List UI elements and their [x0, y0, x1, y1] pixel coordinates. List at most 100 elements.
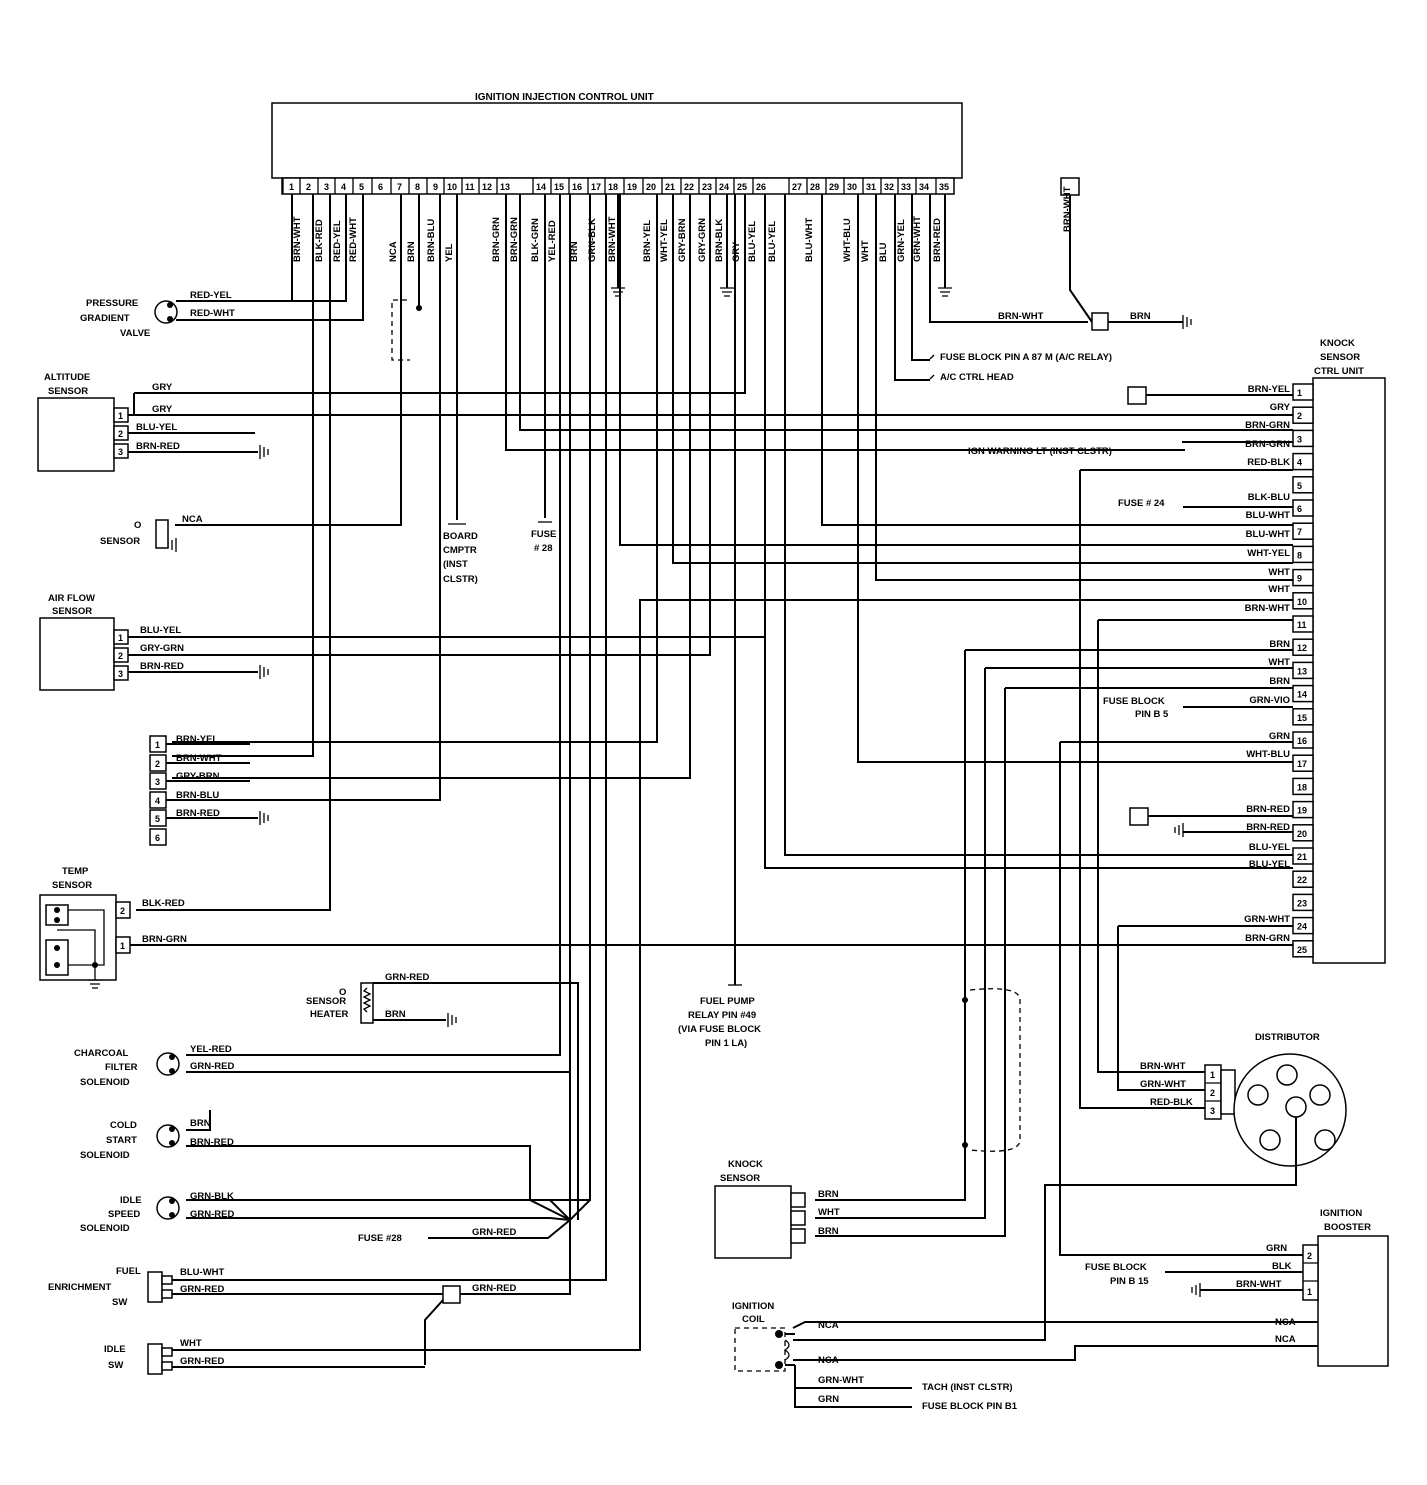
ecu-wire-label: YEL [444, 243, 455, 262]
ecu-pin-number: 7 [397, 182, 402, 192]
ignition-booster: IGNITION BOOSTER 2 1 GRN BLK BRN-WHT NCA… [792, 1208, 1389, 1367]
board-computer-ref: BOARD CMPTR (INST CLSTR) [443, 523, 478, 585]
ecu-wire-label: BRN-RED [932, 218, 943, 262]
svg-text:AIR FLOW: AIR FLOW [48, 593, 95, 604]
knock-unit-wiring [619, 194, 1323, 1256]
ecu-wire-label: BRN [569, 241, 580, 262]
svg-text:SOLENOID: SOLENOID [80, 1077, 130, 1088]
knock-wire-label: BLU-YEL [1249, 859, 1290, 870]
ecu-title: IGNITION INJECTION CONTROL UNIT [475, 92, 654, 103]
ignition-coil: IGNITION COIL NCA NCA GRN-WHT GRN TACH (… [732, 1301, 1018, 1412]
svg-text:SENSOR: SENSOR [52, 880, 92, 891]
connector-wire-label: BRN-YEL [176, 734, 218, 745]
svg-text:PRESSURE: PRESSURE [86, 298, 138, 309]
knock-wire-label: WHT [1268, 584, 1290, 595]
knock-wire-label: BRN-YEL [1248, 384, 1290, 395]
knock-pin-number: 3 [1297, 434, 1302, 444]
svg-text:1: 1 [1307, 1287, 1312, 1297]
ecu-pin-number: 31 [866, 182, 876, 192]
temp-sensor: TEMP SENSOR 2 1 BLK-RED BRN-GRN [39, 866, 1293, 981]
distributor: DISTRIBUTOR 1 2 3 BRN-WHT GRN-WHT RED-BL… [793, 1032, 1347, 1341]
ground-icon [447, 1013, 457, 1027]
svg-text:WHT: WHT [180, 1338, 202, 1349]
svg-text:HEATER: HEATER [310, 1009, 348, 1020]
svg-text:BLU-YEL: BLU-YEL [140, 625, 181, 636]
brn-wht-vertical-label: BRN-WHT [1062, 186, 1073, 232]
knock-pin-number: 15 [1297, 713, 1307, 723]
cold-start-solenoid: COLD START SOLENOID BRN BRN-RED [80, 1110, 571, 1221]
svg-text:FUEL PUMP: FUEL PUMP [700, 996, 755, 1007]
o2-sensor: O SENSOR NCA [100, 514, 203, 549]
svg-text:GRN-RED: GRN-RED [472, 1283, 516, 1294]
knock-pin-number: 16 [1297, 736, 1307, 746]
ecu-pin-number: 20 [646, 182, 656, 192]
ecu-pin-number: 29 [829, 182, 839, 192]
svg-text:WHT: WHT [818, 1207, 840, 1218]
svg-text:GRN-WHT: GRN-WHT [818, 1375, 864, 1386]
fuse-block-b5-pin: PIN B 5 [1135, 709, 1169, 720]
svg-text:BRN: BRN [818, 1226, 839, 1237]
knock-pin-number: 23 [1297, 898, 1307, 908]
ecu-pin-number: 9 [433, 182, 438, 192]
ecu-pin-number: 13 [500, 182, 510, 192]
charcoal-filter-solenoid: CHARCOAL FILTER SOLENOID YEL-RED GRN-RED [74, 1044, 570, 1088]
fuse-block-b5-label: FUSE BLOCK [1103, 696, 1165, 707]
ecu-pin-number: 24 [719, 182, 729, 192]
svg-text:(INST: (INST [443, 559, 468, 570]
svg-text:SENSOR: SENSOR [1320, 352, 1360, 363]
ecu-pin-number: 33 [901, 182, 911, 192]
knock-pin-number: 12 [1297, 643, 1307, 653]
svg-text:SENSOR: SENSOR [100, 536, 140, 547]
svg-text:GRN: GRN [818, 1394, 839, 1405]
svg-text:NCA: NCA [818, 1355, 839, 1366]
ecu-wire-label: RED-YEL [332, 220, 343, 262]
knock-wire-label: BLU-YEL [1249, 842, 1290, 853]
pressure-gradient-valve: PRESSURE GRADIENT VALVE RED-YEL RED-WHT [80, 290, 363, 339]
ecu-wire-label: WHT-BLU [842, 218, 853, 262]
ecu-wire-label: GRN-YEL [896, 219, 907, 262]
svg-text:FUSE: FUSE [531, 529, 556, 540]
knock-pin-number: 25 [1297, 945, 1307, 955]
knock-wire-label: BLK-BLU [1248, 492, 1290, 503]
ecu-pin-number: 28 [810, 182, 820, 192]
svg-text:BLU-WHT: BLU-WHT [180, 1267, 225, 1278]
svg-text:2: 2 [118, 429, 123, 439]
ecu-pin-number: 21 [665, 182, 675, 192]
ecu-wire-label: GRY-GRN [697, 218, 708, 262]
svg-text:KNOCK: KNOCK [728, 1159, 763, 1170]
ecu-wire-label: GRN-WHT [912, 216, 923, 262]
ecu-wire-label: BLK-RED [314, 219, 325, 262]
ecu-pin-number: 6 [378, 182, 383, 192]
air-flow-sensor: AIR FLOW SENSOR 1 2 3 BLU-YEL GRY-GRN BR… [39, 593, 765, 691]
knock-pin-number: 5 [1297, 481, 1302, 491]
ecu-pin-number: 23 [702, 182, 712, 192]
ecu-pin-number: 26 [756, 182, 766, 192]
svg-text:O: O [134, 520, 141, 531]
svg-text:START: START [106, 1135, 137, 1146]
svg-text:BRN-WHT: BRN-WHT [1140, 1061, 1186, 1072]
svg-text:# 28: # 28 [534, 543, 553, 554]
fuse-28-line: FUSE #28 GRN-RED [358, 1219, 571, 1244]
svg-text:COIL: COIL [742, 1314, 765, 1325]
knock-wire-label: BRN-GRN [1245, 933, 1290, 944]
svg-text:BRN-RED: BRN-RED [136, 441, 180, 452]
knock-pin-number: 24 [1297, 922, 1307, 932]
svg-text:1: 1 [1210, 1070, 1215, 1080]
knock-wire-label: BRN-RED [1246, 804, 1290, 815]
svg-text:GRN-RED: GRN-RED [180, 1356, 224, 1367]
svg-text:SENSOR: SENSOR [306, 996, 346, 1007]
knock-pin-number: 13 [1297, 666, 1307, 676]
idle-speed-solenoid: IDLE SPEED SOLENOID GRN-BLK GRN-RED [80, 1191, 591, 1234]
knock-wire-label: BRN [1269, 676, 1290, 687]
svg-text:GRY-GRN: GRY-GRN [140, 643, 184, 654]
svg-text:3: 3 [1210, 1106, 1215, 1116]
connector-pin-number: 5 [155, 814, 160, 824]
svg-text:KNOCK: KNOCK [1320, 338, 1355, 349]
fuel-pump-relay-ref: FUEL PUMP RELAY PIN #49 (VIA FUSE BLOCK … [678, 194, 761, 1049]
ground-icon [1174, 823, 1184, 837]
ground-icon [167, 538, 177, 552]
svg-text:(VIA FUSE BLOCK: (VIA FUSE BLOCK [678, 1024, 761, 1035]
knock-pin-number: 17 [1297, 759, 1307, 769]
svg-text:TACH (INST CLSTR): TACH (INST CLSTR) [922, 1382, 1013, 1393]
svg-text:GRN-BLK: GRN-BLK [190, 1191, 234, 1202]
